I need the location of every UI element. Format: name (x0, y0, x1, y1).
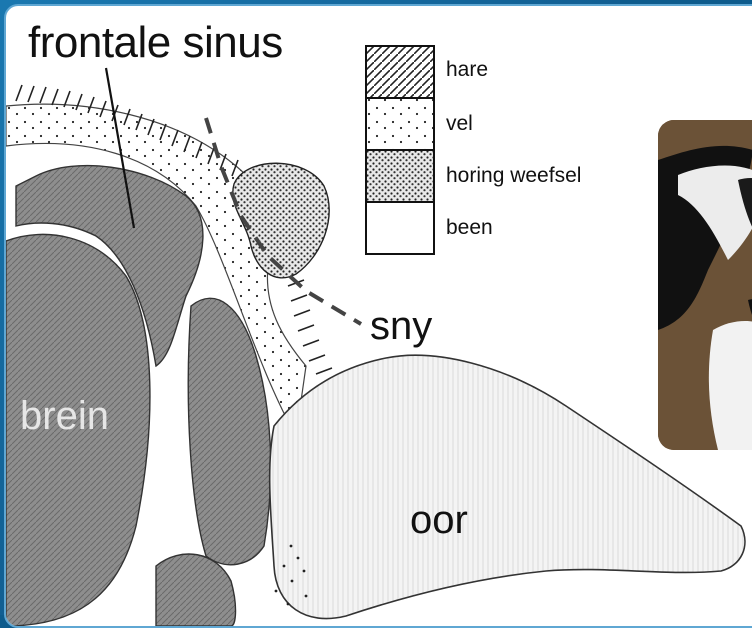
legend-bone: been (446, 216, 493, 240)
goat-photo-art (658, 120, 752, 450)
goat-photo (658, 120, 752, 450)
legend-boxes (366, 46, 434, 254)
legend-horn-tissue: horing weefsel (446, 164, 581, 188)
diagram-panel: frontale sinus sny brein oor hare vel ho… (4, 4, 752, 628)
frontal-sinus-label: frontale sinus (28, 18, 283, 68)
legend-hair: hare (446, 58, 488, 82)
brain-label: brein (20, 394, 109, 439)
incision-label: sny (370, 304, 432, 349)
ear-label: oor (410, 498, 468, 543)
legend-skin: vel (446, 112, 473, 136)
